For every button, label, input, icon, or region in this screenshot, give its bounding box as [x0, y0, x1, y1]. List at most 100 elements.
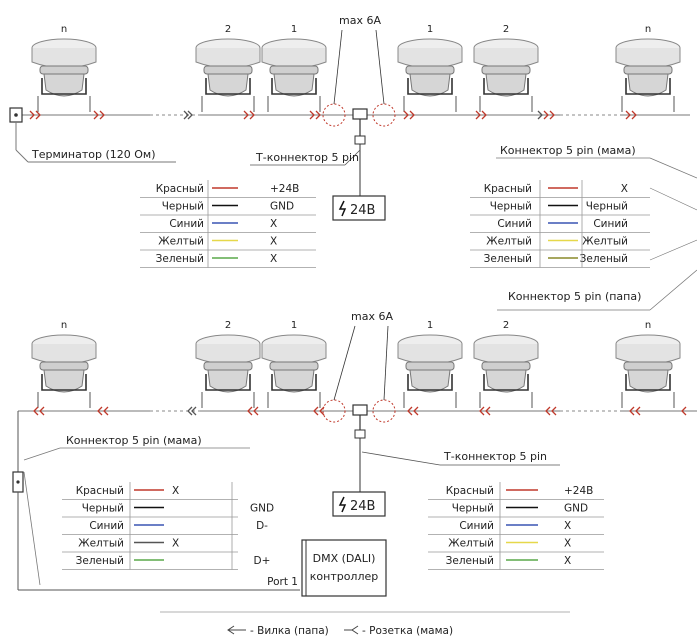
plug-chevron	[183, 110, 189, 120]
connector-chevron	[407, 406, 413, 416]
wire-value: X	[172, 485, 179, 497]
wire-value: X	[270, 236, 277, 248]
t-connector	[352, 108, 368, 120]
lamp-fixture: 2	[473, 320, 539, 408]
wire-value: +24В	[270, 183, 299, 195]
controller-label: контроллер	[310, 570, 379, 583]
wire-name: Черный	[82, 503, 124, 515]
connection-highlight	[372, 399, 396, 423]
wire-value: GND	[270, 201, 294, 213]
t-connector-label: Т-коннектор 5 pin	[255, 151, 359, 164]
lamp-ring	[39, 65, 89, 75]
lamp-number: n	[645, 320, 651, 331]
lamp-lens	[273, 73, 315, 97]
lamp-fixture: 2	[473, 24, 539, 112]
lamp-bracket	[407, 78, 453, 95]
controller-label: DMX (DALI)	[313, 552, 376, 565]
wire-name: Синий	[497, 218, 532, 230]
wire-name: Желтый	[158, 236, 204, 248]
wire-name: Красный	[156, 183, 204, 195]
power-supply-box	[332, 491, 386, 517]
lamp-lens	[627, 369, 669, 393]
wire-name: Красный	[76, 485, 124, 497]
lamp-fixture: 2	[195, 24, 261, 112]
wire-name: Красный	[484, 183, 532, 195]
lamp-dome	[31, 48, 97, 69]
lamp-number: n	[61, 24, 67, 35]
t-connector-plug	[354, 135, 366, 145]
leader	[383, 325, 389, 401]
leader	[333, 29, 343, 105]
wire-value: Желтый	[582, 236, 628, 248]
lamp-fixture: 2	[195, 320, 261, 408]
lamp-lens	[43, 73, 85, 97]
leader	[649, 239, 697, 261]
lamp-number: 2	[225, 320, 231, 331]
lamp-bracket	[483, 374, 529, 391]
female-connector-label: Коннектор 5 pin (мама)	[500, 144, 636, 157]
connector-chevron	[99, 110, 105, 120]
lamp-fixture: 1	[261, 320, 327, 408]
wire-value: Синий	[593, 218, 628, 230]
power-label: 24В	[350, 203, 375, 218]
connector-chevron	[481, 110, 487, 120]
connector-chevron	[253, 406, 259, 416]
lightning-icon	[338, 200, 347, 217]
connector-chevron	[635, 406, 641, 416]
connector-chevron	[309, 110, 315, 120]
lightning-icon	[338, 496, 347, 513]
lamp-lens	[207, 73, 249, 97]
connector-chevron	[247, 406, 253, 416]
lamp-bracket	[625, 374, 671, 391]
lamp-ring	[203, 65, 253, 75]
plug-chevron	[187, 406, 193, 416]
lamp-dome	[261, 344, 327, 365]
wire-name: Синий	[459, 520, 494, 532]
connector-chevron	[249, 110, 255, 120]
leader	[333, 325, 356, 401]
lamp-number: 2	[225, 24, 231, 35]
lamp-lens	[273, 369, 315, 393]
lamp-ring	[203, 361, 253, 371]
wire-value: X	[564, 520, 571, 532]
wire-value: GND	[564, 503, 588, 515]
lamp-lens	[409, 369, 451, 393]
lamp-number: 1	[291, 24, 297, 35]
lamp-dome	[397, 48, 463, 69]
connector-chevron	[545, 406, 551, 416]
wire-name: Желтый	[448, 538, 494, 550]
connector-chevron	[681, 406, 687, 416]
wire-name: Зеленый	[484, 253, 532, 265]
wire-value: X	[564, 555, 571, 567]
lamp-dome	[195, 344, 261, 365]
wire-name: Красный	[446, 485, 494, 497]
connector-chevron	[479, 406, 485, 416]
connection-highlight	[322, 103, 346, 127]
connector-chevron	[409, 110, 415, 120]
leader	[23, 471, 41, 586]
lamp-number: n	[645, 24, 651, 35]
lamp-fixture: 1	[397, 320, 463, 408]
connector-chevron	[549, 110, 555, 120]
lamp-fixture: n	[615, 24, 681, 112]
wire-name: Синий	[169, 218, 204, 230]
wire-name: Синий	[89, 520, 124, 532]
lamp-dome	[31, 344, 97, 365]
wire-name: Желтый	[486, 236, 532, 248]
wire-name: Желтый	[78, 538, 124, 550]
lamp-dome	[473, 48, 539, 69]
wire-value: Зеленый	[580, 253, 628, 265]
max-current-label: max 6A	[351, 310, 393, 323]
leader	[23, 447, 61, 461]
connector-chevron	[103, 406, 109, 416]
connector-chevron	[35, 110, 41, 120]
lamp-bracket	[271, 374, 317, 391]
t-connector-plug	[354, 429, 366, 439]
connector-chevron	[551, 406, 557, 416]
lamp-dome	[397, 344, 463, 365]
connector-chevron	[93, 110, 99, 120]
